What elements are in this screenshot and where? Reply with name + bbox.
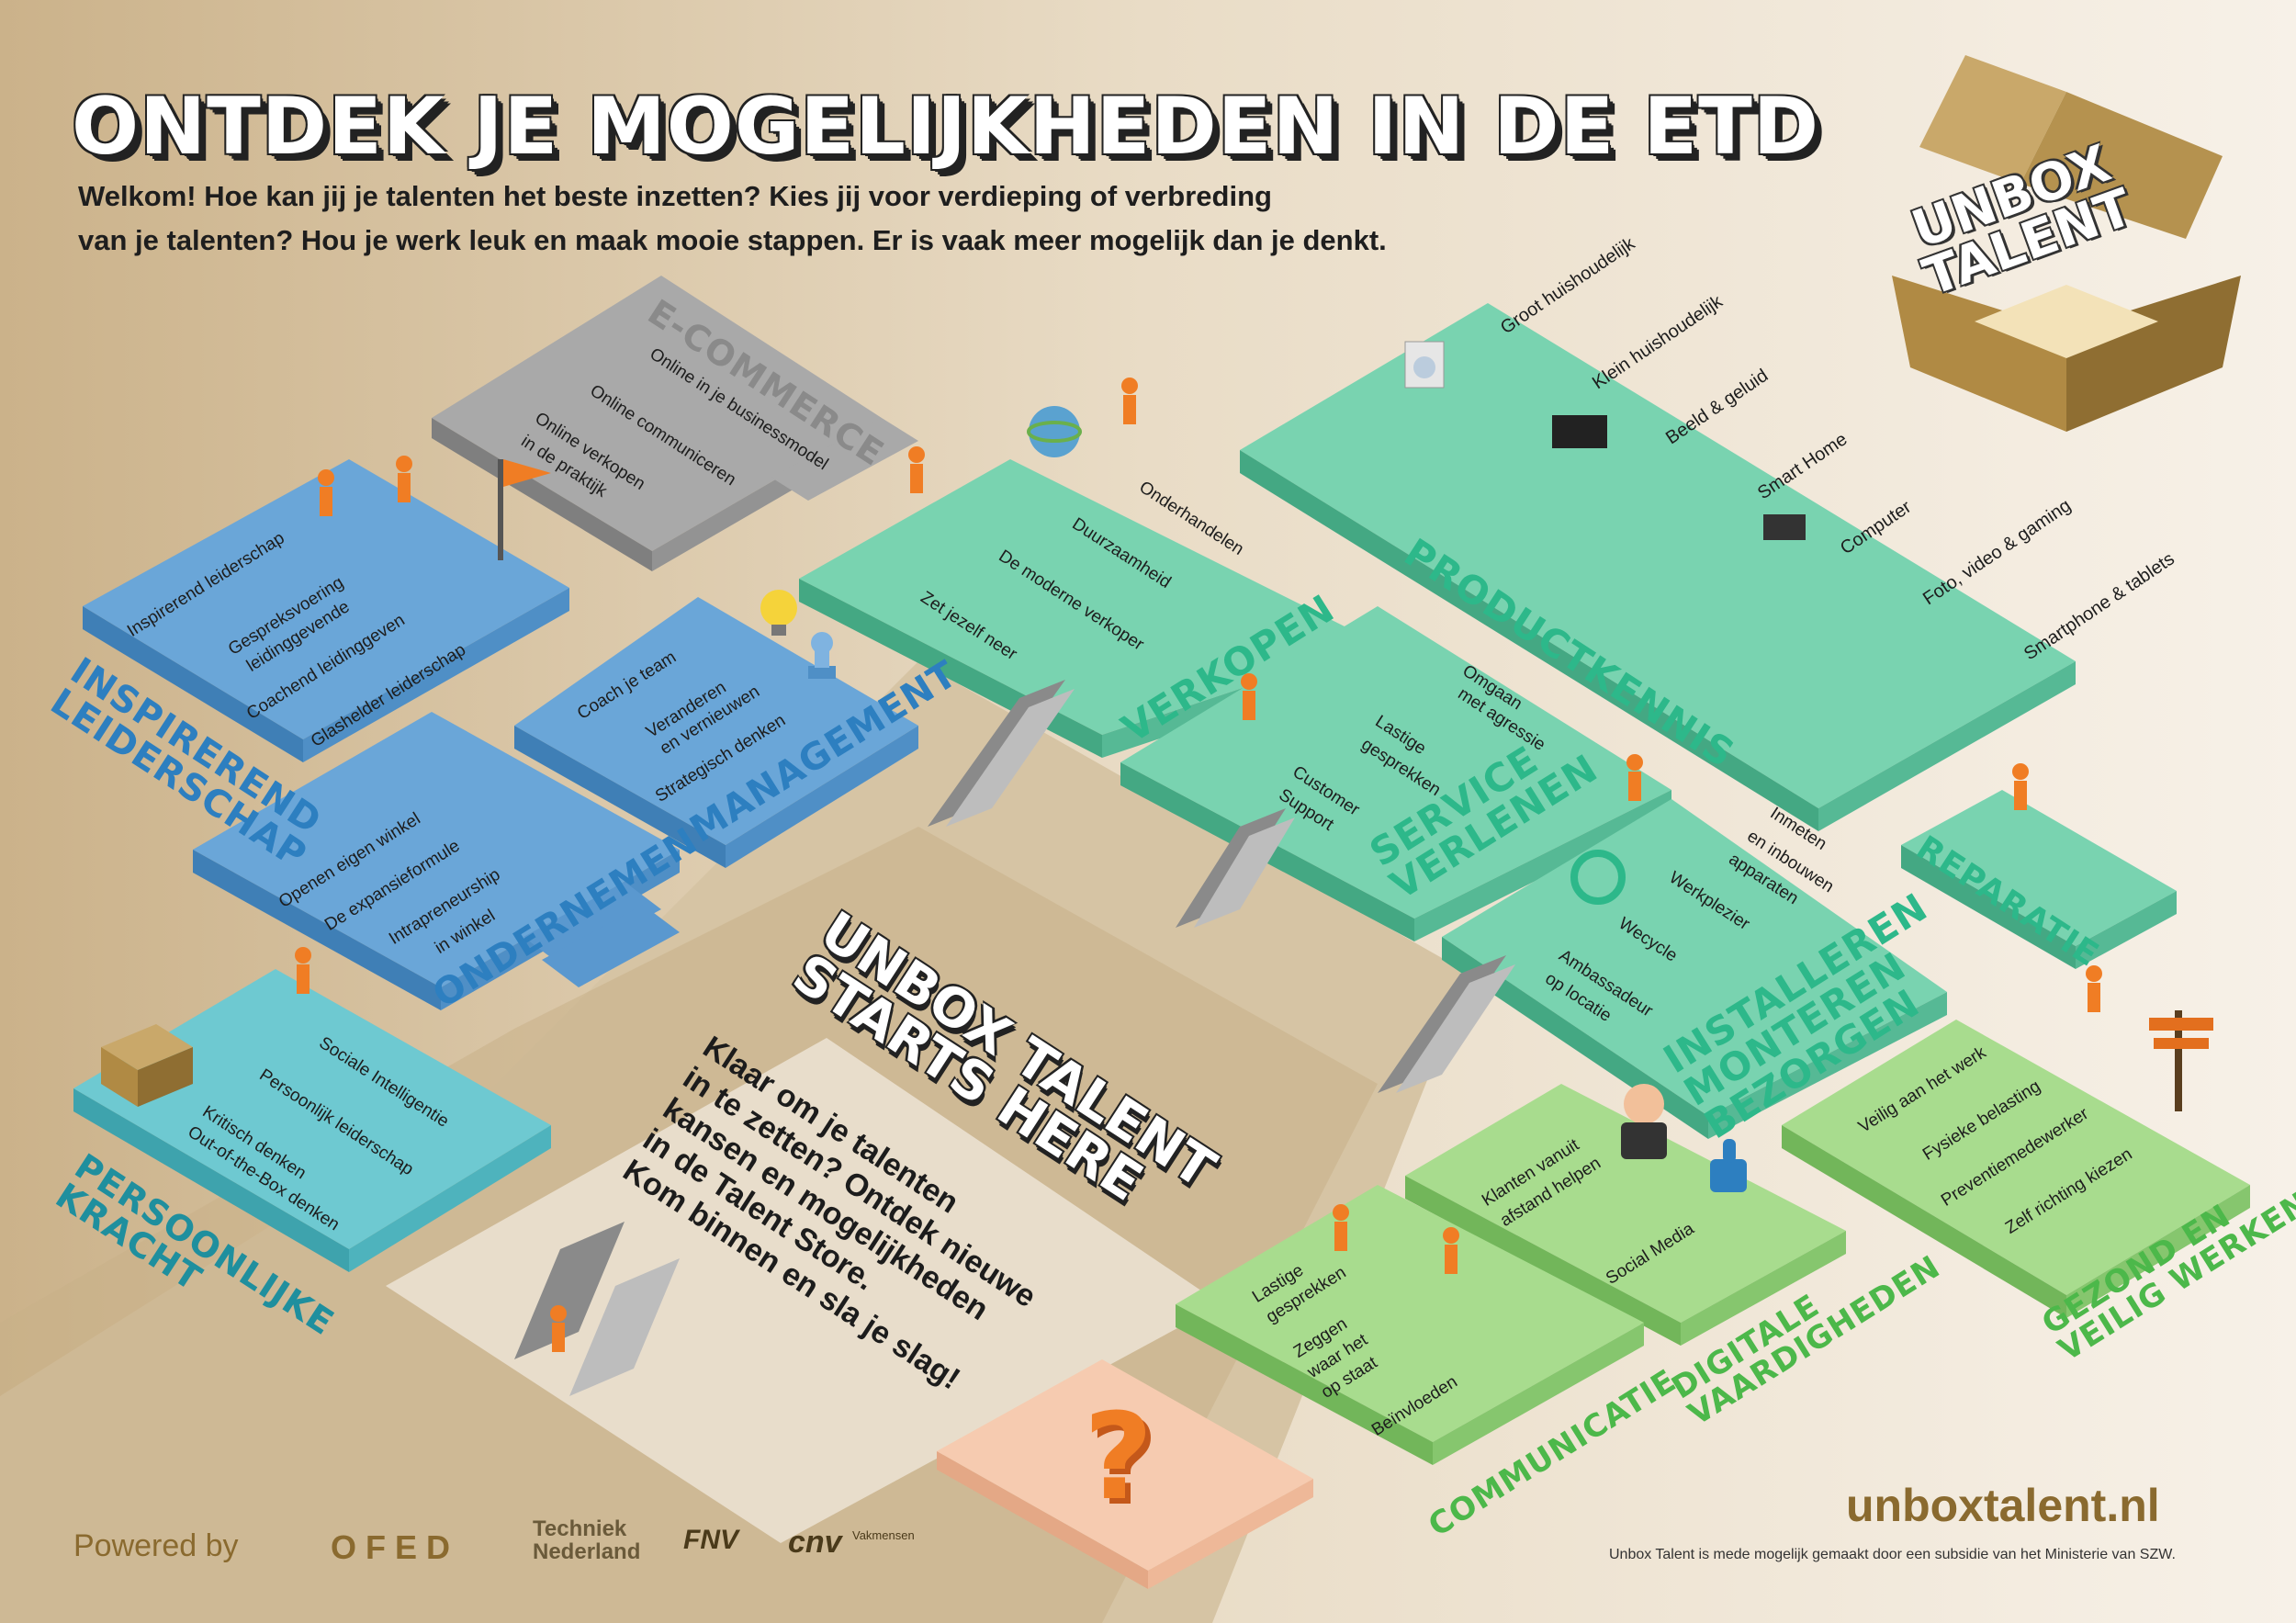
unbox-box-icon <box>1892 55 2241 432</box>
person-icon <box>1241 673 1257 720</box>
person-icon <box>1333 1204 1349 1251</box>
communicatie-platform[interactable] <box>1176 1185 1644 1465</box>
box-icon <box>101 1024 193 1107</box>
question-mark-icon[interactable]: ? <box>1084 1387 1154 1527</box>
person-icon <box>1121 378 1138 424</box>
subsidy-note: Unbox Talent is mede mogelijk gemaakt do… <box>1609 1547 2176 1562</box>
reparatie-platform[interactable] <box>1901 790 2177 969</box>
escalator-icon <box>514 1222 680 1396</box>
powered-by-label: Powered by <box>73 1528 239 1563</box>
flag-icon <box>498 459 551 560</box>
cnv-logo[interactable]: cnv <box>788 1525 842 1560</box>
gezond-platform[interactable] <box>1782 1020 2250 1318</box>
washing-machine-icon <box>1404 341 1445 389</box>
techniek-nederland-logo[interactable]: Techniek Nederland <box>533 1516 641 1565</box>
people-icons <box>295 378 2102 1352</box>
thumbs-up-icon <box>1710 1139 1747 1192</box>
ofed-logo[interactable]: OFED <box>331 1528 460 1566</box>
ecommerce-platform[interactable] <box>432 276 918 571</box>
intro-line-2: van je talenten? Hou je werk leuk en maa… <box>78 224 1387 256</box>
recycle-icon <box>1570 850 1626 905</box>
escalator-icon <box>1378 955 1515 1093</box>
headset-icon <box>1621 1084 1667 1159</box>
inspirerend-platform[interactable] <box>83 459 569 762</box>
signpost-icon <box>2149 1010 2213 1111</box>
laptop-icon <box>1763 514 1806 540</box>
person-icon <box>396 456 412 502</box>
person-icon <box>1626 754 1643 801</box>
escalator-icon <box>928 680 1075 827</box>
chess-icon <box>808 632 836 679</box>
ondernemen-platform[interactable] <box>193 712 680 1010</box>
person-icon <box>1443 1227 1459 1274</box>
cnv-subtitle: Vakmensen <box>852 1528 915 1542</box>
escalator-icon <box>1176 808 1295 928</box>
person-icon <box>318 469 334 516</box>
person-icon <box>908 446 925 493</box>
website-link[interactable]: unboxtalent.nl <box>1846 1480 2160 1531</box>
logo-line: Nederland <box>533 1539 641 1565</box>
lightbulb-icon <box>760 590 797 636</box>
person-icon <box>295 947 311 994</box>
person-icon <box>550 1305 567 1352</box>
person-icon <box>2012 763 2029 810</box>
digitale-platform[interactable] <box>1405 1084 1846 1346</box>
fnv-logo[interactable]: FNV <box>683 1525 738 1555</box>
globe-icon <box>1027 406 1082 457</box>
persoonlijke-platform[interactable] <box>73 969 551 1272</box>
page-title: ONTDEK JE MOGELIJKHEDEN IN DE ETD <box>72 81 1820 173</box>
intro-line-1: Welkom! Hoe kan jij je talenten het best… <box>78 180 1272 212</box>
person-icon <box>2086 965 2102 1012</box>
tv-icon <box>1552 415 1607 448</box>
question-platform[interactable] <box>937 1359 1313 1589</box>
logo-line: Techniek <box>533 1516 627 1541</box>
productkennis-platform[interactable] <box>1240 303 2076 831</box>
management-platform[interactable] <box>514 597 918 868</box>
